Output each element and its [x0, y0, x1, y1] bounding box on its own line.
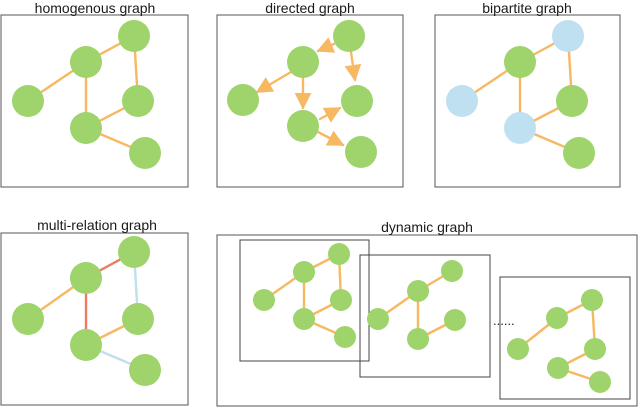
- edges: [255, 37, 362, 147]
- node: [129, 354, 161, 386]
- node-type-a: [556, 85, 588, 117]
- directed-edge: [316, 130, 345, 147]
- node: [70, 46, 102, 78]
- node: [293, 261, 315, 283]
- directed-edge: [318, 106, 342, 123]
- panel-homogenous-graph: homogenous graph: [0, 0, 189, 188]
- node: [287, 110, 319, 142]
- node: [589, 371, 611, 393]
- snapshot-frame: [239, 239, 370, 362]
- node: [253, 289, 275, 311]
- node: [507, 338, 529, 360]
- node: [122, 303, 154, 335]
- node: [12, 303, 44, 335]
- directed-edge: [316, 37, 336, 53]
- snapshot-2: [359, 254, 491, 378]
- node: [328, 243, 350, 265]
- node-type-b: [552, 20, 584, 52]
- node: [334, 326, 356, 348]
- node: [333, 20, 365, 52]
- node: [293, 308, 315, 330]
- node: [70, 262, 102, 294]
- directed-edge: [255, 70, 293, 94]
- node: [407, 328, 429, 350]
- panel-frame: [434, 14, 621, 188]
- node: [12, 85, 44, 117]
- node: [227, 84, 259, 116]
- panel-directed-graph: directed graph: [216, 0, 404, 188]
- snapshot-frame: [499, 276, 631, 400]
- node: [581, 289, 603, 311]
- panel-title: bipartite graph: [482, 0, 572, 16]
- node: [129, 137, 161, 169]
- node: [444, 309, 466, 331]
- node-type-b: [504, 112, 536, 144]
- node: [70, 329, 102, 361]
- node-type-b: [446, 85, 478, 117]
- panel-frame: [216, 14, 404, 188]
- panel-title: multi-relation graph: [37, 217, 157, 233]
- snapshot-1: [239, 239, 370, 362]
- panel-title: dynamic graph: [381, 219, 473, 235]
- node: [546, 307, 568, 329]
- panel-dynamic-graph: dynamic graph: [216, 219, 638, 407]
- panel-multi-relation-graph: multi-relation graph: [0, 217, 189, 406]
- node: [330, 289, 352, 311]
- snapshot-frame: [359, 254, 491, 378]
- node: [118, 236, 150, 268]
- node: [341, 85, 373, 117]
- snapshot-3: [499, 276, 631, 400]
- panel-title: directed graph: [265, 0, 355, 16]
- node: [122, 85, 154, 117]
- node: [287, 46, 319, 78]
- node: [407, 280, 429, 302]
- node: [584, 338, 606, 360]
- panel-frame: [216, 234, 638, 407]
- panel-bipartite-graph: bipartite graph: [434, 0, 621, 188]
- nodes: [12, 236, 161, 386]
- node-type-a: [563, 137, 595, 169]
- nodes: [12, 20, 161, 169]
- node: [367, 308, 389, 330]
- panel-frame: [0, 232, 189, 406]
- panel-title: homogenous graph: [35, 0, 156, 16]
- node: [345, 136, 377, 168]
- node: [547, 357, 569, 379]
- nodes: [446, 20, 595, 169]
- node: [118, 20, 150, 52]
- ellipsis: ......: [493, 313, 515, 328]
- node: [70, 112, 102, 144]
- directed-edge: [344, 50, 362, 82]
- nodes: [227, 20, 377, 168]
- panel-frame: [0, 14, 189, 188]
- node: [441, 260, 463, 282]
- node-type-a: [504, 46, 536, 78]
